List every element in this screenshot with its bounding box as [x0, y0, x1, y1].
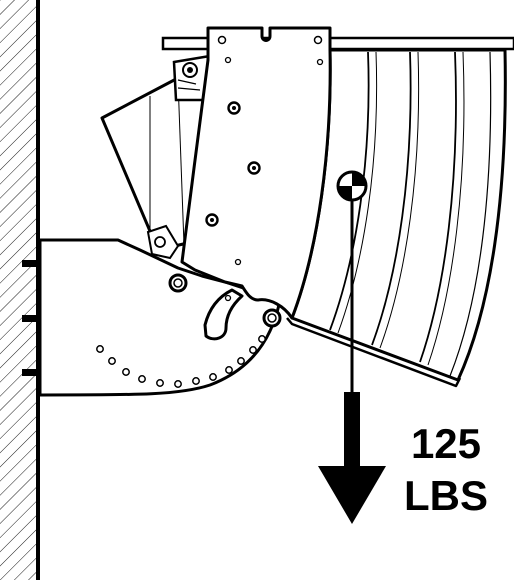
- down-arrow-icon: [318, 200, 386, 524]
- pivot-hardware: [146, 224, 282, 328]
- weight-unit: LBS: [404, 472, 488, 519]
- wall-mount-bracket: [38, 238, 282, 397]
- wall: [0, 0, 40, 580]
- weight-value: 125: [411, 420, 481, 467]
- speaker-body: [286, 48, 507, 388]
- angle-adjustment-holes: [96, 335, 266, 388]
- weight-label: 125 LBS: [404, 420, 488, 519]
- wall-anchor-bolts: [22, 260, 42, 376]
- center-of-gravity-icon: [336, 170, 368, 202]
- side-yoke-plate: [180, 26, 332, 320]
